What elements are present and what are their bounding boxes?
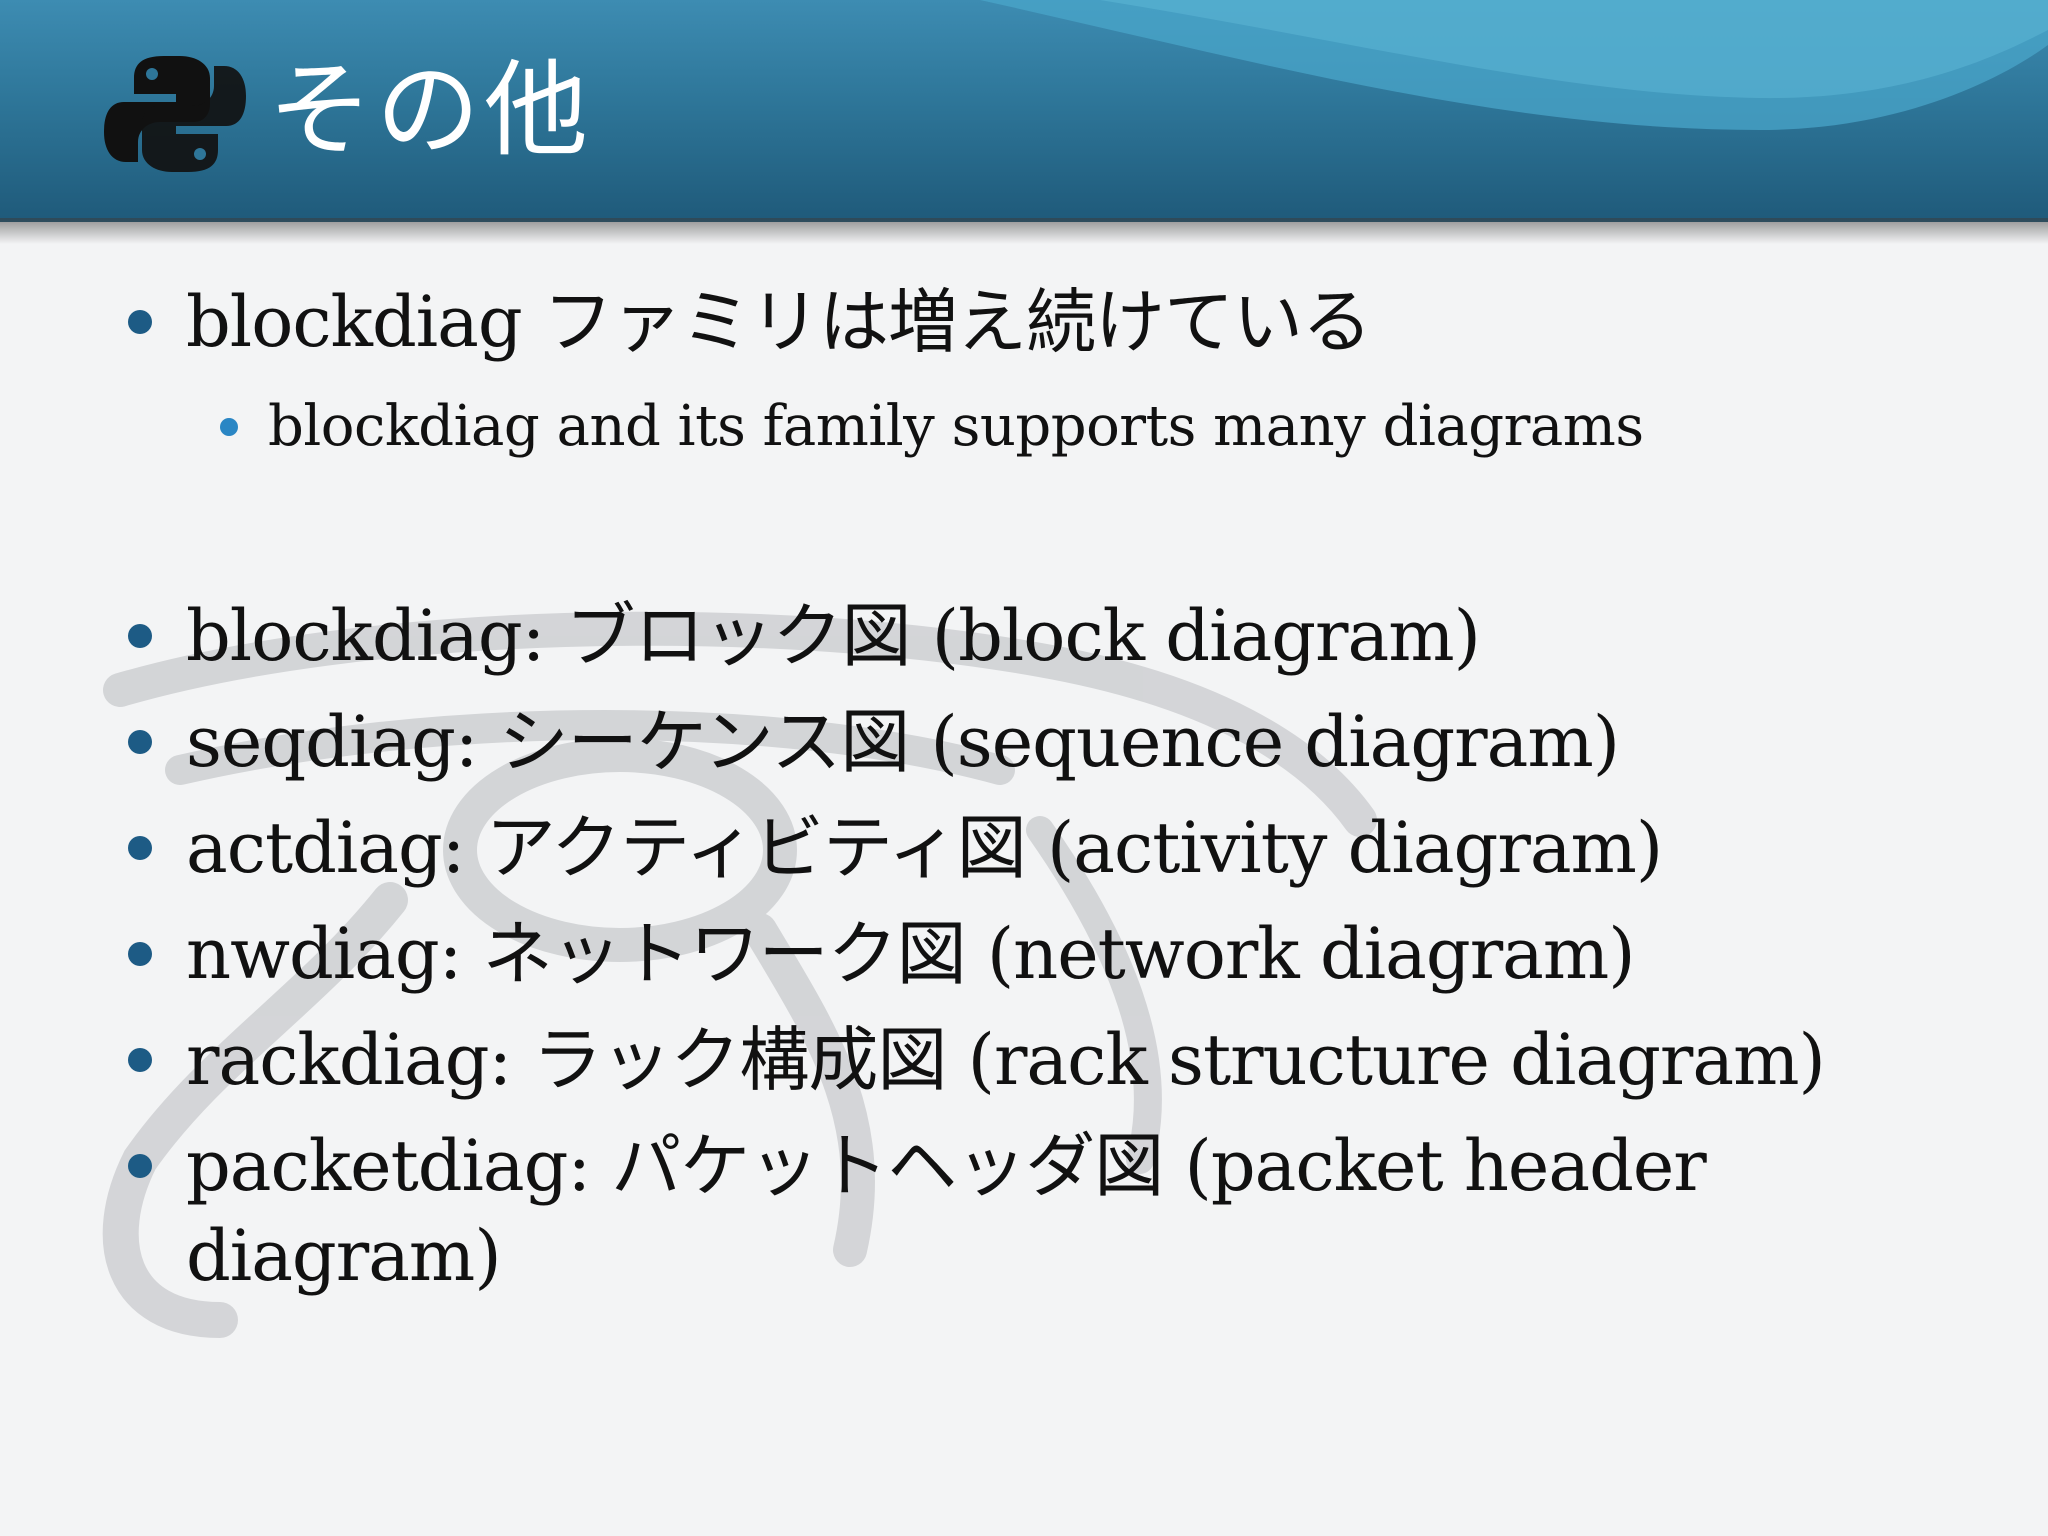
sub-bullet-family-supports: blockdiag and its family supports many d… — [268, 394, 1644, 459]
bullet-dot — [128, 730, 152, 754]
bullet-actdiag: actdiag: アクティビティ図 (activity diagram) — [186, 807, 1663, 889]
bullet-packetdiag: packetdiag: パケットヘッダ図 (packet header — [186, 1125, 1707, 1207]
eye-of-horus-watermark — [102, 611, 1377, 1338]
bullet-dot — [128, 836, 152, 860]
bullet-blockdiag: blockdiag: ブロック図 (block diagram) — [186, 595, 1481, 677]
header-shadow — [0, 218, 2048, 244]
bullet-dot — [128, 1154, 152, 1178]
sub-bullet-dot — [220, 418, 238, 436]
header-wave-decoration — [980, 0, 2048, 130]
bullet-seqdiag: seqdiag: シーケンス図 (sequence diagram) — [186, 701, 1620, 783]
bullet-dot — [128, 624, 152, 648]
bullet-packetdiag-continuation: diagram) — [186, 1215, 502, 1297]
bullet-family-growing: blockdiag ファミリは増え続けている — [186, 281, 1372, 363]
bullet-rackdiag: rackdiag: ラック構成図 (rack structure diagram… — [186, 1019, 1826, 1101]
slide-title: その他 — [268, 49, 593, 171]
slide-header: その他 — [0, 0, 2048, 222]
bullet-dot — [128, 310, 152, 334]
python-logo-icon — [104, 56, 246, 172]
bullet-nwdiag: nwdiag: ネットワーク図 (network diagram) — [186, 913, 1636, 995]
bullet-dot — [128, 1048, 152, 1072]
bullet-dot — [128, 942, 152, 966]
